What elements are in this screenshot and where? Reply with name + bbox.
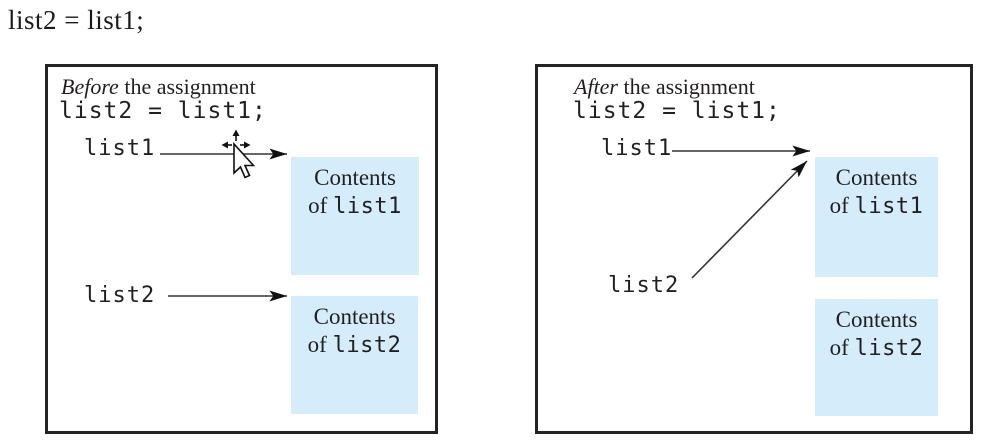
- before-list1-label: list1: [84, 136, 156, 161]
- contents-box-line1: Contents: [313, 304, 396, 329]
- before-title-rest: the assignment: [118, 74, 256, 99]
- after-title-rest: the assignment: [618, 74, 755, 99]
- before-panel-title: Before the assignment: [61, 74, 256, 99]
- contents-box-line2: of list2: [307, 332, 402, 358]
- contents-box-line1: Contents: [835, 165, 918, 190]
- after-list2-label: list2: [608, 273, 680, 298]
- after-panel-title: After the assignment: [574, 74, 755, 99]
- before-list1-contents-box: Contents of list1: [291, 157, 419, 275]
- after-list1-label: list1: [601, 136, 673, 161]
- after-list1-contents-box: Contents of list1: [815, 157, 938, 277]
- after-code-line: list2 = list1;: [573, 98, 781, 124]
- assignment-statement-heading: list2 = list1;: [8, 5, 145, 35]
- before-list2-label: list2: [84, 283, 156, 308]
- after-list2-contents-box: Contents of list2: [815, 299, 938, 416]
- contents-box-line1: Contents: [314, 165, 396, 190]
- contents-box-line2: of list1: [308, 193, 402, 219]
- after-title-emphasis: After: [574, 74, 618, 99]
- contents-box-line2: of list2: [829, 335, 924, 361]
- contents-box-line1: Contents: [835, 307, 918, 332]
- before-list2-contents-box: Contents of list2: [291, 296, 418, 414]
- before-title-emphasis: Before: [61, 74, 119, 99]
- contents-box-line2: of list1: [829, 193, 924, 219]
- before-code-line: list2 = list1;: [59, 98, 267, 124]
- after-panel: After the assignment list2 = list1; list…: [535, 64, 973, 434]
- before-panel: Before the assignment list2 = list1; lis…: [45, 64, 438, 434]
